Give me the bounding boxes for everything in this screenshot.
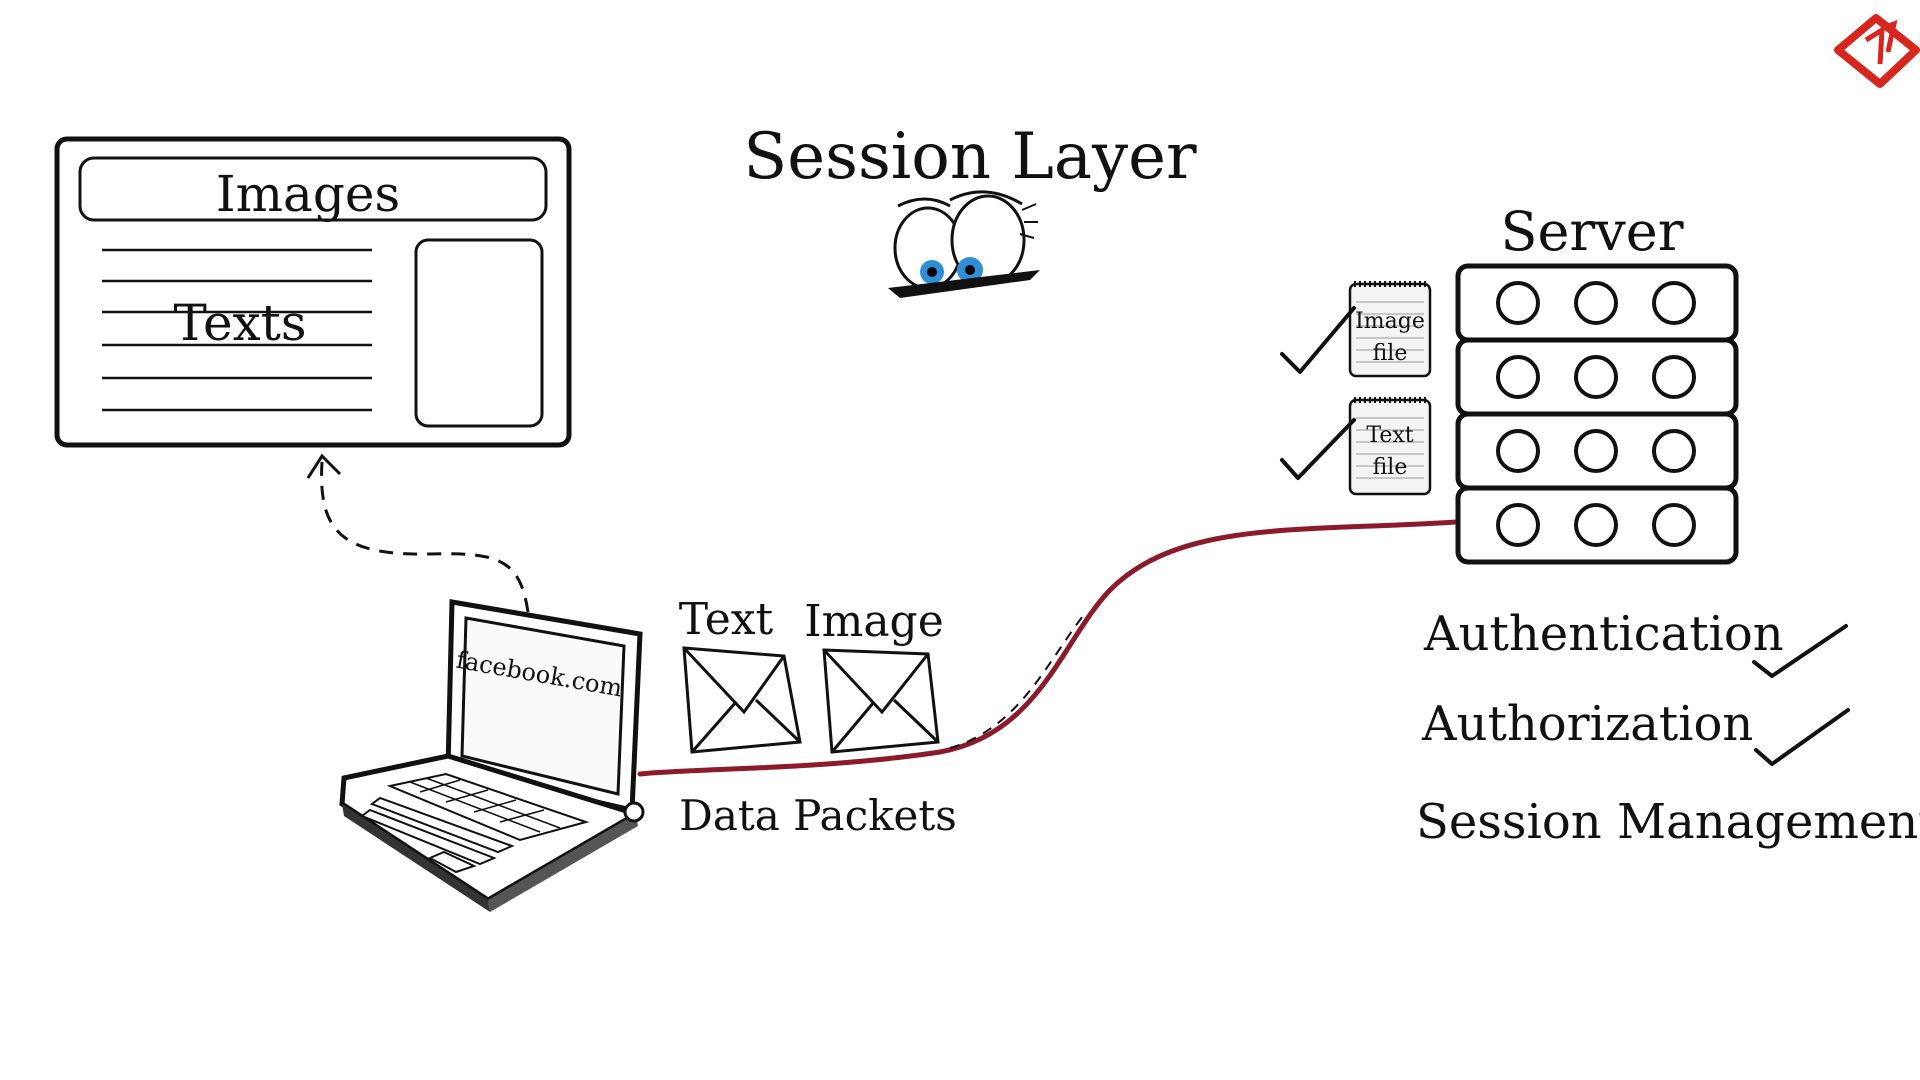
laptop-illustration: [339, 599, 645, 912]
server-rack: [1455, 263, 1739, 565]
checkmark-icon: [1280, 306, 1356, 374]
network-connection-line: [637, 519, 1459, 777]
server-label: Server: [1500, 200, 1683, 263]
image-file-line1: Image: [1355, 309, 1425, 334]
webpage-texts-label: Texts: [173, 294, 306, 352]
text-file-line1: Text: [1366, 423, 1413, 448]
image-file-line2: file: [1373, 341, 1408, 366]
webpage-images-label: Images: [216, 165, 400, 223]
diagram-title: Session Layer: [743, 120, 1197, 194]
connection-shadow-dash: [949, 611, 1087, 749]
checkmark-icon: [1754, 708, 1850, 766]
function-authentication: Authentication: [1423, 606, 1784, 662]
text-file-note: [1348, 397, 1432, 496]
render-arrow: [306, 453, 530, 613]
data-packets-caption: Data Packets: [679, 791, 957, 840]
envelope-icon: [682, 646, 802, 754]
image-file-note: [1348, 281, 1432, 378]
function-session-management: Session Management: [1416, 794, 1920, 850]
packet-text-label: Text: [679, 594, 774, 645]
webpage-mockup: [54, 136, 572, 448]
peeking-eyes-icon: [888, 190, 1040, 298]
checkmark-icon: [1280, 418, 1356, 480]
packet-image-label: Image: [804, 596, 944, 647]
function-authorization: Authorization: [1421, 696, 1753, 752]
text-file-line2: file: [1373, 455, 1408, 480]
envelope-icon: [822, 648, 940, 754]
channel-logo-icon: [1834, 14, 1920, 88]
checkmark-icon: [1752, 624, 1848, 678]
